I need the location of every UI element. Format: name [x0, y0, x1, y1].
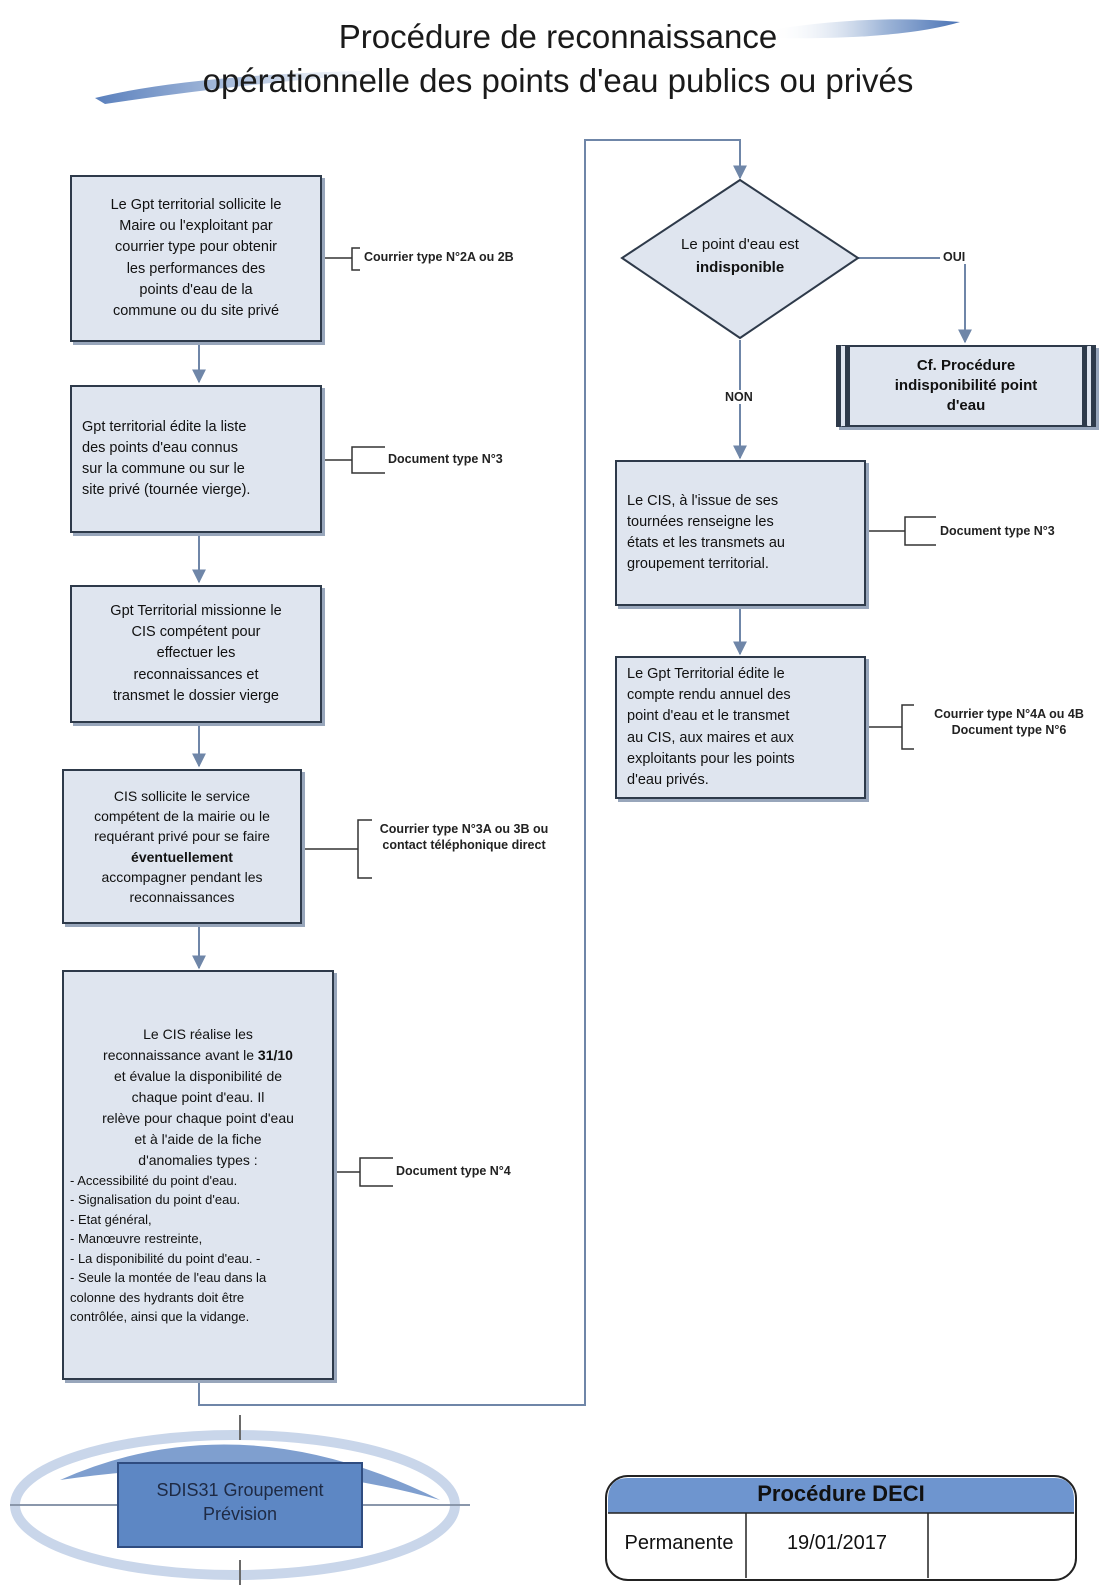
ref-document-4: Document type N°4: [396, 1164, 511, 1178]
ref-document-3-right: Document type N°3: [940, 524, 1055, 538]
ref-courrier-4a-4b: Courrier type N°4A ou 4B Document type N…: [914, 707, 1104, 738]
ref3-line: téléphonique direct: [430, 837, 546, 852]
ref-courrier-2a-2b: Courrier type N°2A ou 2B: [364, 250, 514, 264]
step1-line: Maire ou l'exploitant par: [119, 218, 273, 235]
step-mission-cis: Gpt Territorial missionne le CIS compéte…: [70, 585, 322, 723]
decision-text: Le point d'eau est indisponible: [650, 234, 830, 279]
decision-line: indisponible: [695, 258, 785, 276]
decision-line: Le point d'eau est: [681, 236, 799, 253]
indispo-line: Cf. Procédure: [916, 356, 1016, 374]
step1-line: points d'eau de la: [139, 281, 253, 298]
step1-line: courrier type pour obtenir: [115, 239, 277, 256]
step5-deadline: 31/10: [257, 1046, 293, 1063]
ref2-bracket: [351, 446, 385, 474]
step6-line: Le CIS, à l'issue de ses: [627, 492, 779, 509]
step7-line: point d'eau et le transmet: [627, 708, 790, 725]
arrow-5-decision: [198, 139, 747, 1406]
step3-line: transmet le dossier vierge: [112, 687, 279, 704]
page-title-line1: Procédure de reconnaissance: [338, 18, 778, 55]
anomaly-item: - Signalisation du point d'eau.: [70, 1192, 241, 1207]
ref3-bracket: [357, 819, 372, 879]
indispo-line: indisponibilité point: [894, 376, 1038, 394]
step6-line: groupement territorial.: [627, 556, 769, 573]
step2-line: des points d'eau connus: [82, 439, 238, 456]
ref6-bracket: [901, 704, 914, 750]
step-reconnaissance: Le CIS réalise les reconnaissance avant …: [62, 970, 334, 1380]
step1-line: commune ou du site privé: [112, 302, 280, 319]
decision-yes-label: OUI: [940, 250, 969, 264]
ref5-bracket: [904, 516, 936, 546]
anomaly-item: contrôlée, ainsi que la vidange.: [70, 1309, 250, 1324]
logo-line: Groupement Prévision: [202, 1480, 324, 1525]
step3-line: Gpt Territorial missionne le: [110, 603, 282, 620]
step7-line: Le Gpt Territorial édite le: [627, 666, 785, 683]
step6-line: tournées renseigne les: [627, 513, 774, 530]
footer-title-band: [608, 1478, 1074, 1513]
step-edit-list: Gpt territorial édite la liste des point…: [70, 385, 322, 533]
step4-line: accompagner pendant les: [101, 868, 263, 885]
step7-line: d'eau privés.: [627, 771, 709, 788]
logo-swoosh-front: [60, 1444, 440, 1500]
step5-line: et à l'aide de la fiche: [134, 1130, 262, 1147]
anomaly-item: colonne des hydrants doit être: [70, 1289, 245, 1305]
anomaly-item: - Manœuvre restreinte,: [70, 1231, 203, 1246]
step7-line: au CIS, aux maires et aux: [627, 729, 794, 746]
step3-line: CIS compétent pour: [131, 624, 261, 641]
step-annual-report: Le Gpt Territorial édite le compte rendu…: [615, 656, 866, 799]
ref-document-3: Document type N°3: [388, 452, 503, 466]
title-swoosh-top: [770, 19, 960, 39]
indisponibility-procedure-box: Cf. Procédure indisponibilité point d'ea…: [836, 345, 1096, 427]
ref6-line: Document type N°6: [951, 722, 1067, 737]
arrow-decision-indispo: [858, 257, 972, 344]
anomaly-item: - Etat général,: [70, 1211, 152, 1227]
ref4-bracket: [359, 1157, 393, 1187]
anomaly-list: - Accessibilité du point d'eau. - Signal…: [70, 1171, 326, 1327]
step2-line: site privé (tournée vierge).: [82, 482, 251, 499]
step5-text: reconnaissance avant le: [103, 1046, 258, 1063]
step6-line: états et les transmets au: [627, 535, 785, 551]
step7-line: compte rendu annuel des: [627, 687, 791, 704]
step5-line: reconnaissance avant le 31/10: [70, 1045, 326, 1066]
step2-line: Gpt territorial édite la liste: [82, 418, 247, 435]
step5-line: d'anomalies types :: [138, 1151, 258, 1168]
step3-line: reconnaissances et: [133, 666, 259, 683]
indispo-line: d'eau: [946, 397, 986, 415]
step4-line: reconnaissances: [129, 889, 235, 906]
step-cis-report: Le CIS, à l'issue de ses tournées rensei…: [615, 460, 866, 606]
ref6-line: Courrier type N°4A ou 4B: [934, 707, 1084, 721]
step7-line: exploitants pour les points: [627, 750, 795, 767]
step4-line: compétent de la mairie ou le: [94, 807, 270, 824]
step5-line: Le CIS réalise les: [143, 1025, 253, 1042]
logo-line: SDIS31: [156, 1480, 219, 1500]
logo-box: [117, 1462, 363, 1548]
step4-line: requérant privé pour se faire: [94, 828, 270, 845]
anomaly-item: - Accessibilité du point d'eau.: [70, 1172, 238, 1188]
ref3-line: Courrier type N°3A ou: [379, 822, 511, 836]
step1-line: Le Gpt territorial sollicite le: [110, 197, 282, 214]
anomaly-item: - Seule la montée de l'eau dans la: [70, 1270, 267, 1285]
step2-line: sur la commune ou sur le: [82, 461, 245, 477]
step3-line: effectuer les: [156, 645, 236, 662]
footer-status: Permanente: [624, 1532, 734, 1554]
decision-no-label: NON: [722, 390, 756, 404]
step5-line: relève pour chaque point d'eau: [102, 1109, 294, 1126]
decision-diamond: [620, 178, 860, 340]
title-swoosh-bottom: [95, 70, 420, 104]
footer-date: 19/01/2017: [786, 1532, 888, 1554]
logo-label: SDIS31 Groupement Prévision: [118, 1478, 362, 1527]
footer-title: Procédure DECI: [757, 1481, 925, 1506]
ref3-line: 3B ou contact: [382, 822, 549, 852]
page-title-line2: opérationnelle des points d'eau publics …: [202, 62, 914, 99]
step5-line: et évalue la disponibilité de: [113, 1067, 283, 1084]
step5-line: chaque point d'eau. Il: [131, 1088, 265, 1105]
ref1-bracket: [351, 247, 360, 271]
step4-line: CIS sollicite le service: [113, 787, 251, 804]
step-request-performances: Le Gpt territorial sollicite le Maire ou…: [70, 175, 322, 342]
anomaly-item: - La disponibilité du point d'eau. -: [70, 1250, 261, 1266]
step1-line: les performances des: [126, 260, 266, 277]
ref-courrier-3a-3b: Courrier type N°3A ou 3B ou contact télé…: [374, 822, 554, 853]
step-request-service: CIS sollicite le service compétent de la…: [62, 769, 302, 924]
step4-emphasis: éventuellement: [131, 848, 233, 865]
